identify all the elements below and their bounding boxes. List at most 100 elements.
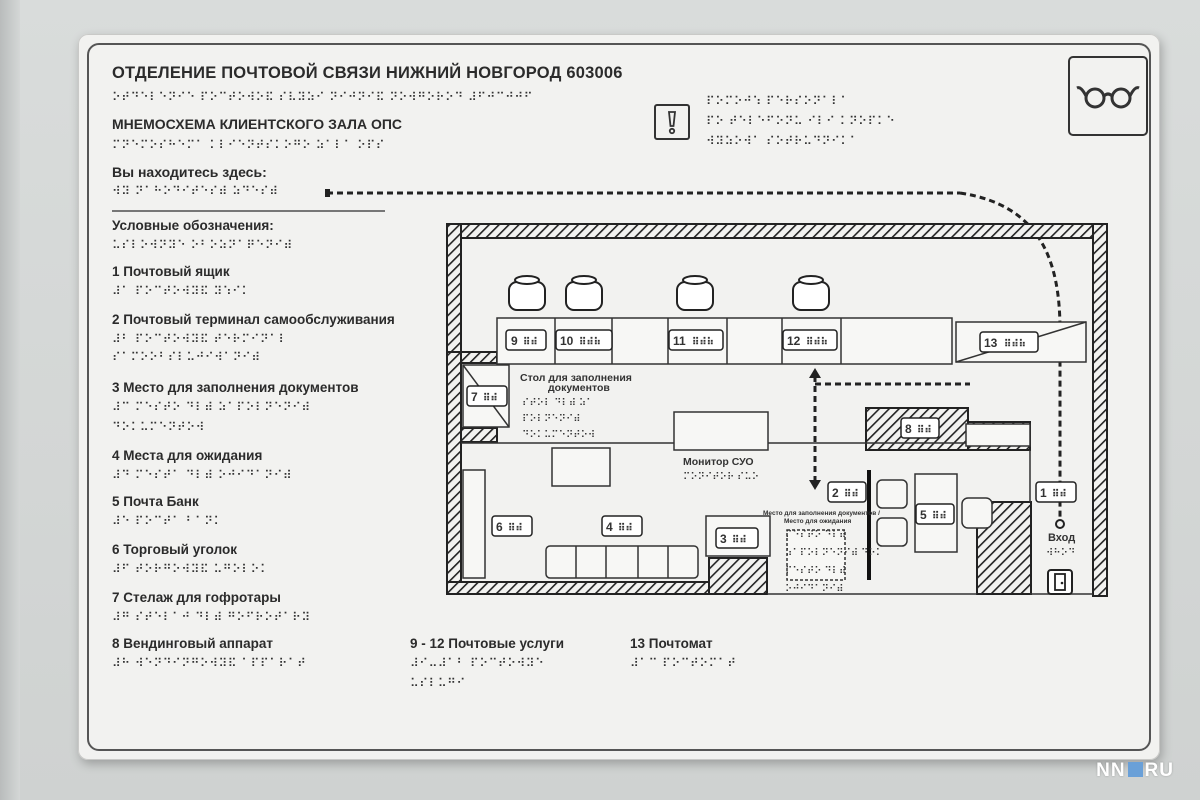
glasses-icon [1068,56,1148,136]
svg-text:⠿⠾⠷: ⠿⠾⠷ [579,337,601,348]
legend-item-5: 5 Почта Банк [112,494,199,509]
svg-text:4: 4 [606,520,613,534]
svg-text:⠿⠾: ⠿⠾ [1052,489,1067,500]
svg-text:5: 5 [920,508,927,522]
braille-legend-3b: ⠙⠕⠅⠥⠍⠑⠝⠞⠕⠺ [112,420,205,434]
braille-notice-2: ⠏⠕ ⠞⠑⠇⠑⠋⠕⠝⠥ ⠊⠇⠊ ⠅⠝⠕⠏⠅⠑ [706,114,896,128]
marker-9: 9 ⠿⠾ [505,329,547,351]
svg-text:⠿⠾: ⠿⠾ [618,523,633,534]
svg-text:2: 2 [832,486,839,500]
braille-subtitle: ⠍⠝⠑⠍⠕⠎⠓⠑⠍⠁ ⠅⠇⠊⠑⠝⠞⠎⠅⠕⠛⠕ ⠵⠁⠇⠁ ⠕⠏⠎ [112,138,386,152]
svg-text:⠿⠾: ⠿⠾ [483,393,498,404]
exclamation-icon [654,104,690,140]
legend-item-8: 8 Вендинговый аппарат [112,636,273,651]
watermark: NN RU [1096,760,1174,782]
svg-text:10: 10 [560,334,574,348]
marker-7: 7 ⠿⠾ [466,385,508,407]
braille-fill-3: ⠍⠑⠎⠞⠕ ⠙⠇⠾ [785,566,846,577]
watermark-left: NN [1096,760,1126,781]
svg-text:⠿⠾: ⠿⠾ [932,511,947,522]
marker-4: 4 ⠿⠾ [601,515,643,537]
outer-walls [446,223,1108,597]
braille-fill-4: ⠕⠚⠊⠙⠁⠝⠊⠾ [785,584,844,595]
marker-1: 1 ⠿⠾ [1035,481,1077,503]
svg-text:9: 9 [511,334,518,348]
svg-text:⠿⠾: ⠿⠾ [523,337,538,348]
you-are-here-label: Вы находитесь здесь: [112,164,267,180]
table-label-line2: документов [548,382,610,394]
braille-notice-3: ⠺⠽⠵⠕⠺⠁ ⠎⠕⠞⠗⠥⠙⠝⠊⠅⠁ [706,134,859,148]
braille-legend-8: ⠼⠓ ⠺⠑⠝⠙⠊⠝⠛⠕⠺⠽⠯ ⠁⠏⠏⠁⠗⠁⠞ [112,656,307,670]
divider [112,210,385,212]
plan-labels: Стол для заполнения документов ⠎⠞⠕⠇ ⠙⠇⠾ … [520,372,1075,595]
svg-text:⠿⠾: ⠿⠾ [844,489,859,500]
svg-text:⠿⠾⠷: ⠿⠾⠷ [692,337,714,348]
fill-wait-label-line2: Место для ожидания [784,518,851,525]
braille-legend-2a: ⠼⠃ ⠏⠕⠉⠞⠕⠺⠽⠯ ⠞⠑⠗⠍⠊⠝⠁⠇ [112,332,288,346]
svg-text:3: 3 [720,532,727,546]
svg-text:12: 12 [787,334,801,348]
braille-fill-1: ⠍⠑⠎⠞⠕ ⠙⠇⠾ [785,530,846,541]
marker-8: 8⠿⠾ [900,417,940,439]
monitor-label: Монитор СУО [683,456,754,468]
page-title: ОТДЕЛЕНИЕ ПОЧТОВОЙ СВЯЗИ НИЖНИЙ НОВГОРОД… [112,64,623,82]
page-subtitle: МНЕМОСХЕМА КЛИЕНТСКОГО ЗАЛА ОПС [112,116,403,132]
legend-item-9-12: 9 - 12 Почтовые услуги [410,636,564,651]
plate-frame [87,43,1151,751]
legend-item-1: 1 Почтовый ящик [112,264,230,279]
door-icon [1047,569,1073,595]
wall-edge [0,0,20,800]
marker-3: 3⠿⠾ [715,527,759,549]
braille-legend-3a: ⠼⠉ ⠍⠑⠎⠞⠕ ⠙⠇⠾ ⠵⠁⠏⠕⠇⠝⠑⠝⠊⠾ [112,400,311,414]
legend-heading: Условные обозначения: [112,218,274,233]
marker-12: 12⠿⠾⠷ [782,329,838,351]
braille-notice-1: ⠏⠕⠍⠕⠚⠱ ⠏⠑⠗⠎⠕⠝⠁⠇⠁ [706,94,850,108]
marker-6: 6 ⠿⠾ [491,515,533,537]
braille-legend-6: ⠼⠋ ⠞⠕⠗⠛⠕⠺⠽⠯ ⠥⠛⠕⠇⠕⠅ [112,562,270,576]
braille-legend-heading: ⠥⠎⠇⠕⠺⠝⠽⠑ ⠕⠃⠕⠵⠝⠁⠟⠑⠝⠊⠾ [112,238,293,252]
legend-item-3: 3 Место для заполнения документов [112,380,359,395]
fill-wait-label-line1: Место для заполнения документов / [763,510,880,517]
braille-fill-2: ⠵⠁⠏⠕⠇⠝⠑⠝⠊⠾ ⠙⠕⠅ [785,548,883,559]
svg-text:13: 13 [984,336,998,350]
legend-item-6: 6 Торговый уголок [112,542,237,557]
braille-legend-2b: ⠎⠁⠍⠕⠕⠃⠎⠇⠥⠚⠊⠺⠁⠝⠊⠾ [112,350,261,364]
braille-legend-4: ⠼⠙ ⠍⠑⠎⠞⠁ ⠙⠇⠾ ⠕⠚⠊⠙⠁⠝⠊⠾ [112,468,293,482]
braille-legend-13: ⠼⠁⠉ ⠏⠕⠉⠞⠕⠍⠁⠞ [630,656,737,670]
table-label-line1: Стол для заполнения [520,372,632,384]
legend-item-4: 4 Места для ожидания [112,448,263,463]
legend-item-13: 13 Почтомат [630,636,713,651]
watermark-square-icon [1127,762,1143,777]
marker-5: 5 ⠿⠾ [915,503,955,525]
entrance-label: Вход [1048,532,1075,544]
svg-text:⠿⠾: ⠿⠾ [508,523,523,534]
svg-text:1: 1 [1040,486,1047,500]
watermark-right: RU [1144,760,1174,781]
braille-monitor: ⠍⠕⠝⠊⠞⠕⠗ ⠎⠥⠕ [683,472,759,483]
legend-item-2: 2 Почтовый терминал самообслуживания [112,312,395,327]
chairs [508,275,830,311]
tactile-sign-plate: ОТДЕЛЕНИЕ ПОЧТОВОЙ СВЯЗИ НИЖНИЙ НОВГОРОД… [78,34,1160,760]
marker-10: 10 ⠿⠾⠷ [555,329,613,351]
braille-legend-7: ⠼⠛ ⠎⠞⠑⠇⠁⠚ ⠙⠇⠾ ⠛⠕⠋⠗⠕⠞⠁⠗⠽ [112,610,311,624]
service-counters [496,317,1087,365]
braille-title: ⠕⠞⠙⠑⠇⠑⠝⠊⠑ ⠏⠕⠉⠞⠕⠺⠕⠯ ⠎⠧⠽⠵⠊ ⠝⠊⠚⠝⠊⠯ ⠝⠕⠺⠛⠕⠗⠕⠙… [112,90,534,104]
chair-icon [676,275,714,311]
legend-item-7: 7 Стелаж для гофротары [112,590,281,605]
svg-text:11: 11 [673,334,686,348]
braille-table-2: ⠏⠕⠇⠝⠑⠝⠊⠾ [522,414,581,425]
braille-table-1: ⠎⠞⠕⠇ ⠙⠇⠾ ⠵⠁ [522,398,593,409]
braille-entrance: ⠺⠓⠕⠙ [1046,548,1075,559]
chair-icon [792,275,830,311]
chair-icon [565,275,603,311]
svg-text:7: 7 [471,390,478,404]
braille-table-3: ⠙⠕⠅⠥⠍⠑⠝⠞⠕⠺ [522,430,595,441]
marker-2: 2 ⠿⠾ [827,481,867,503]
braille-legend-9-12b: ⠥⠎⠇⠥⠛⠊ [410,676,466,690]
plan-markers: 9⠿⠾ 10⠿⠾⠷ 11⠿⠾⠷ 12⠿⠾⠷ 13⠿⠾⠷ 7⠿⠾ 8⠿⠾ 2⠿⠾ … [466,329,1077,549]
braille-legend-5: ⠼⠑ ⠏⠕⠉⠞⠁ ⠃⠁⠝⠅ [112,514,223,528]
svg-text:⠿⠾: ⠿⠾ [917,425,932,436]
svg-text:6: 6 [496,520,503,534]
waiting-route [809,368,970,490]
